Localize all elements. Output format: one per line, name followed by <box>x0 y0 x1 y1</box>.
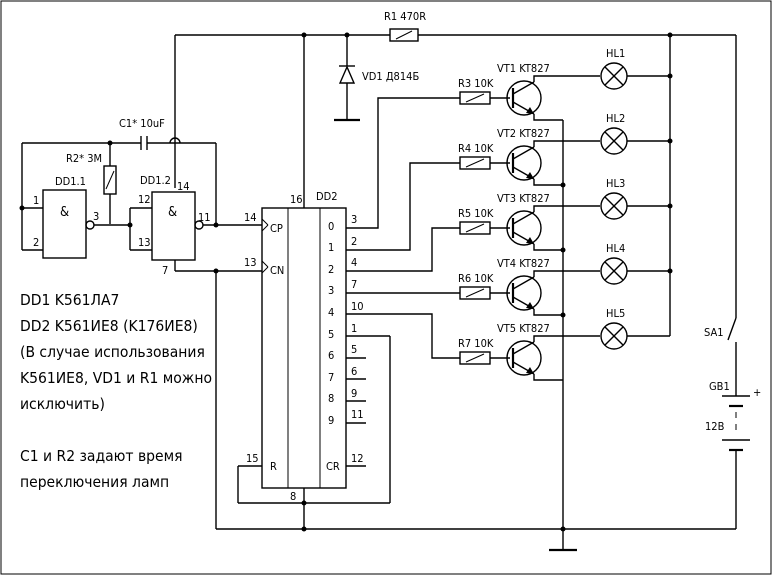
dd2-q1: 1 <box>328 241 334 254</box>
gb1-plus: + <box>753 386 761 399</box>
gb1-voltage: 12B <box>705 420 725 433</box>
dd2-cr-label: CR <box>326 460 340 473</box>
resistor-r1: R1 470R <box>384 10 426 42</box>
dd2-cp-label: CP <box>270 222 283 235</box>
vd1-label: VD1 Д814Б <box>362 70 419 83</box>
vt2-label: VT2 KT827 <box>497 127 550 140</box>
dd2-q2: 2 <box>328 263 334 276</box>
r3-label: R3 10K <box>458 77 494 90</box>
dd2-pin-out0: 3 <box>351 213 357 226</box>
vt4-label: VT4 KT827 <box>497 257 550 270</box>
hl4-label: HL4 <box>606 242 625 255</box>
dd2-q4: 4 <box>328 306 334 319</box>
dd12-label: DD1.2 <box>140 174 171 187</box>
dd11-and-symbol: & <box>60 205 69 220</box>
vt1-label: VT1 KT827 <box>497 62 550 75</box>
dd2-pin-cr: 12 <box>351 452 364 465</box>
gb1-label: GB1 <box>709 380 730 393</box>
r7-label: R7 10K <box>458 337 494 350</box>
top-power-rail <box>175 32 736 38</box>
dd2-pin-out9: 11 <box>351 408 364 421</box>
resistor-r2: R2* 3M <box>66 140 117 224</box>
sa1-label: SA1 <box>704 326 724 339</box>
channel-1: R3 10K VT1 KT827 HL1 <box>458 47 673 121</box>
hl2-label: HL2 <box>606 112 625 125</box>
dd12-pin-11: 11 <box>198 211 211 224</box>
dd12-and-symbol: & <box>168 205 177 220</box>
dd2-pin-15: 15 <box>246 452 259 465</box>
dd11-label: DD1.1 <box>55 175 86 188</box>
channel-4: R6 10K VT4 KT827 HL4 <box>458 242 673 316</box>
dd2-pin-out6: 5 <box>351 343 357 356</box>
gate-dd12: DD1.2 & 12 13 14 11 7 <box>127 174 262 277</box>
dd12-pin-13: 13 <box>138 236 151 249</box>
dd11-pin-3: 3 <box>93 210 99 223</box>
dd2-pin-out5: 1 <box>351 322 357 335</box>
dd12-pin-12: 12 <box>138 193 151 206</box>
battery-gb1: GB1 + 12B <box>705 380 761 529</box>
r1-label: R1 470R <box>384 10 426 23</box>
dd2-pin-8: 8 <box>290 490 296 503</box>
dd2-pin-out8: 9 <box>351 387 357 400</box>
emitter-bus <box>560 120 566 529</box>
note-line-5: исключить) <box>20 395 105 413</box>
note-line-3: (В случае использования <box>20 343 205 361</box>
capacitor-c1: C1* 10uF <box>22 117 216 150</box>
r2-label: R2* 3M <box>66 152 102 165</box>
dd2-pin-out4: 10 <box>351 300 364 313</box>
switch-sa1: SA1 <box>704 35 737 396</box>
dd2-q0: 0 <box>328 220 334 233</box>
note-line-7: C1 и R2 задают время <box>20 447 183 465</box>
dd2-pin-14: 14 <box>244 211 257 224</box>
channel-2: R4 10K VT2 KT827 HL2 <box>458 112 673 186</box>
channel-3: R5 10K VT3 KT827 HL3 <box>458 177 673 251</box>
dd12-pin-7: 7 <box>162 264 168 277</box>
vt5-label: VT5 KT827 <box>497 322 550 335</box>
dd2-pin-out7: 6 <box>351 365 357 378</box>
hl1-label: HL1 <box>606 47 625 60</box>
counter-dd2: DD2 CP CN R CR 14 13 15 8 0 1 2 3 4 5 6 … <box>237 190 391 529</box>
output-routing <box>366 97 460 359</box>
r4-label: R4 10K <box>458 142 494 155</box>
dd2-q7: 7 <box>328 371 334 384</box>
hl3-label: HL3 <box>606 177 625 190</box>
dd2-q5: 5 <box>328 328 334 341</box>
dd2-r-label: R <box>270 460 277 473</box>
notes-block: DD1 K561ЛA7 DD2 K561ИE8 (K176ИE8) (В слу… <box>20 291 212 491</box>
channel-5: R7 10K VT5 KT827 HL5 <box>458 307 670 381</box>
dd2-q9: 9 <box>328 414 334 427</box>
note-line-4: K561ИE8, VD1 и R1 можно <box>20 369 212 387</box>
vt3-label: VT3 KT827 <box>497 192 550 205</box>
note-line-8: переключения ламп <box>20 473 169 491</box>
dd12-pin-14: 14 <box>177 180 190 193</box>
c1-label: C1* 10uF <box>119 117 165 130</box>
dd2-pin-out3: 7 <box>351 278 357 291</box>
zener-diode-vd1: VD1 Д814Б <box>334 35 419 122</box>
dd2-pin-13: 13 <box>244 256 257 269</box>
dd2-cn-label: CN <box>270 264 284 277</box>
dd11-pin-1: 1 <box>33 194 39 207</box>
r6-label: R6 10K <box>458 272 494 285</box>
hl5-label: HL5 <box>606 307 625 320</box>
dd2-q3: 3 <box>328 284 334 297</box>
dd2-q6: 6 <box>328 349 334 362</box>
gate-dd11: DD1.1 & 1 2 3 <box>19 175 130 259</box>
note-line-2: DD2 K561ИE8 (K176ИE8) <box>20 317 198 335</box>
r5-label: R5 10K <box>458 207 494 220</box>
dd2-q8: 8 <box>328 392 334 405</box>
dd11-pin-2: 2 <box>33 236 39 249</box>
dd2-pin-out2: 4 <box>351 256 357 269</box>
note-line-1: DD1 K561ЛA7 <box>20 291 119 309</box>
ground-rail <box>216 526 736 552</box>
dd2-label: DD2 <box>316 190 338 203</box>
dd2-pin-out1: 2 <box>351 235 357 248</box>
dd2-pin-16: 16 <box>290 193 303 206</box>
